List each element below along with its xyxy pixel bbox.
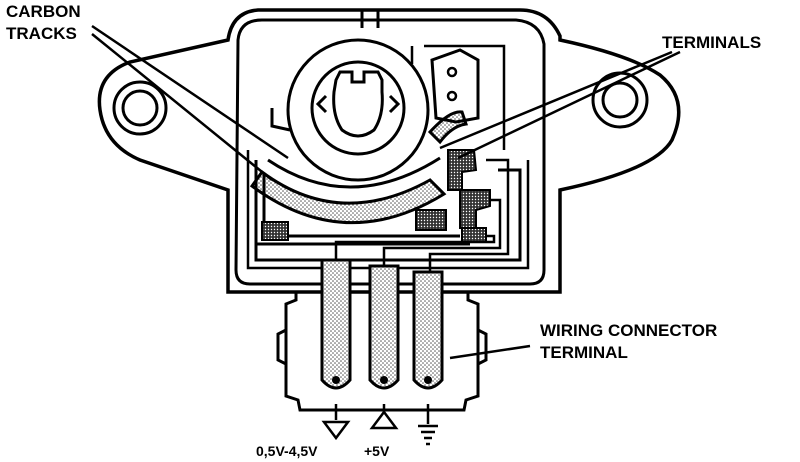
connector-terminal-signal	[320, 258, 352, 390]
wiper-contact-block	[430, 48, 480, 124]
connector-terminal-supply	[368, 264, 400, 390]
carbon-tracks-label-line1: CARBON	[6, 2, 81, 21]
connector-terminal-ground	[412, 270, 444, 390]
terminals-label: TERMINALS	[662, 33, 761, 52]
rotor-shaft	[286, 38, 430, 182]
wiring-connector-label-line2: TERMINAL	[540, 343, 628, 362]
callout-leaders	[91, 24, 681, 360]
down-triangle-icon	[321, 420, 351, 441]
terminal-pads	[261, 149, 491, 243]
sensor-housing	[97, 8, 681, 294]
left-mounting-hole	[112, 80, 168, 136]
ground-icon	[418, 424, 438, 446]
wiring-connector-label-line1: WIRING CONNECTOR	[540, 321, 717, 340]
carbon-tracks-label-line2: TRACKS	[6, 24, 77, 43]
supply-voltage-label: +5V	[364, 443, 390, 459]
internal-wires	[334, 158, 510, 276]
rotor-tab	[270, 108, 291, 132]
signal-voltage-label: 0,5V-4,5V	[256, 443, 318, 459]
up-triangle-icon	[369, 409, 399, 430]
